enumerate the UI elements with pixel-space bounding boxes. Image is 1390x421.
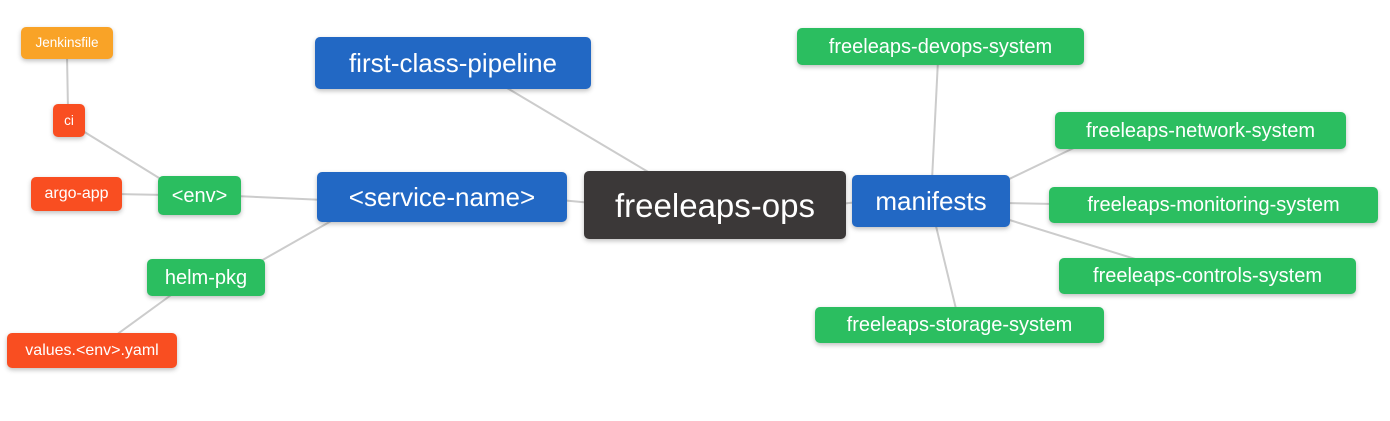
node-helm-pkg[interactable]: helm-pkg (147, 259, 265, 296)
edge-helm-pkg-to-service-name (251, 215, 341, 267)
node-freeleaps-network-system[interactable]: freeleaps-network-system (1055, 112, 1346, 149)
edge-first-class-pipeline-to-freeleaps-ops (501, 84, 656, 177)
edge-manifests-to-freeleaps-devops-system (931, 59, 939, 181)
node-freeleaps-controls-system[interactable]: freeleaps-controls-system (1059, 258, 1356, 294)
node-jenkinsfile[interactable]: Jenkinsfile (21, 27, 113, 59)
node-freeleaps-ops[interactable]: freeleaps-ops (584, 171, 846, 239)
node-manifests[interactable]: manifests (852, 175, 1010, 227)
node-first-class-pipeline[interactable]: first-class-pipeline (315, 37, 591, 89)
edge-manifests-to-freeleaps-monitoring-system (1002, 202, 1056, 205)
edge-jenkinsfile-to-ci (66, 54, 69, 111)
edge-manifests-to-freeleaps-network-system (1002, 144, 1081, 183)
node-values-env-yaml[interactable]: values.<env>.yaml (7, 333, 177, 368)
node-freeleaps-devops-system[interactable]: freeleaps-devops-system (797, 28, 1084, 65)
edge-manifests-to-freeleaps-storage-system (934, 221, 958, 314)
node-argo-app[interactable]: argo-app (31, 177, 122, 211)
node-freeleaps-storage-system[interactable]: freeleaps-storage-system (815, 307, 1104, 343)
node-env[interactable]: <env> (158, 176, 241, 215)
edge-env-to-service-name (234, 195, 326, 201)
node-service-name[interactable]: <service-name> (317, 172, 567, 222)
edge-manifests-to-freeleaps-controls-system (1002, 217, 1146, 263)
node-freeleaps-monitoring-system[interactable]: freeleaps-monitoring-system (1049, 187, 1378, 223)
edge-ci-to-env (77, 127, 173, 187)
node-ci[interactable]: ci (53, 104, 85, 137)
edge-values-env-yaml-to-helm-pkg (111, 289, 179, 339)
